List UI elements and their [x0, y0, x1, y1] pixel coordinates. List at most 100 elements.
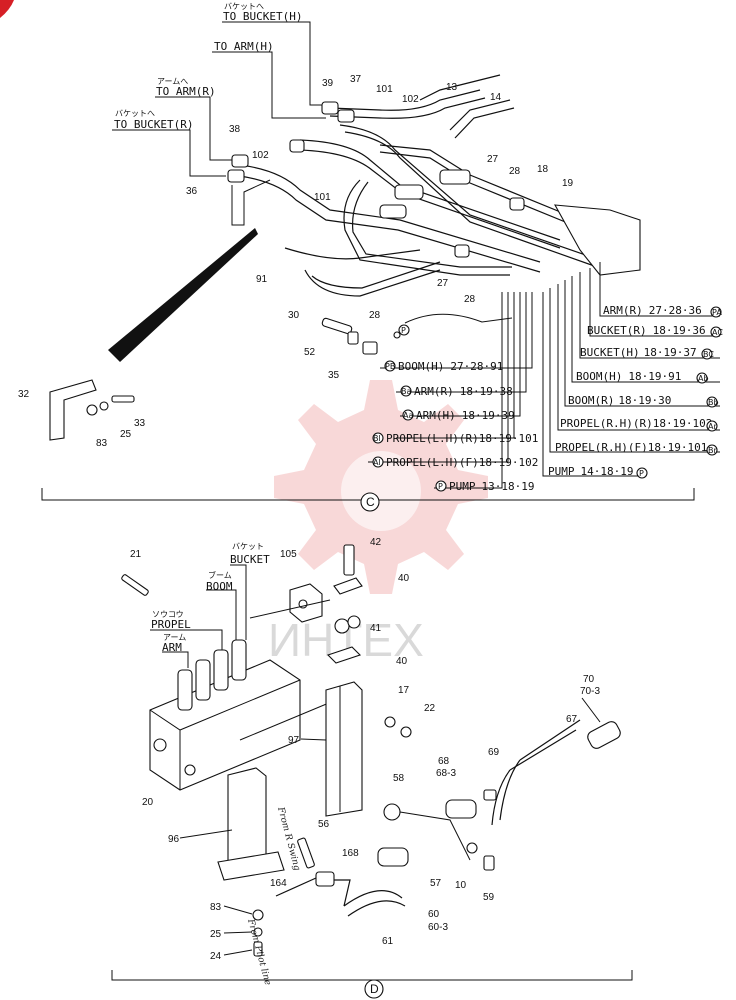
section-label-c: C — [366, 495, 375, 509]
watermark-gear-icon — [274, 380, 488, 594]
caption-leaders-d — [150, 564, 247, 668]
port-caption: PROPEL(R.H)(R)18·19·102 — [560, 417, 712, 430]
svg-text:32: 32 — [18, 389, 30, 400]
port-caption: PROPEL(L.H)(F)18·19·102 — [386, 456, 538, 469]
svg-text:83: 83 — [210, 902, 222, 913]
port-caption: ARM(H)18·19·39 — [416, 409, 515, 422]
port-badges-right: PA AC BC Ab Bb Ar Br P — [636, 306, 723, 479]
svg-text:P: P — [438, 482, 443, 491]
pipe-bundle — [227, 74, 641, 297]
svg-text:59: 59 — [483, 892, 495, 903]
caption-leaders-right — [368, 262, 720, 489]
port-caption: ARM(R)27·28·36 — [603, 304, 702, 317]
section-label-d: D — [370, 982, 379, 996]
port-caption: BOOM(R)18·19·30 — [568, 394, 671, 407]
svg-text:PA: PA — [712, 308, 722, 317]
svg-text:25: 25 — [120, 429, 132, 440]
svg-text:61: 61 — [382, 936, 394, 947]
caption-to-bucket-h: TO BUCKET(H) — [223, 10, 302, 23]
svg-text:Aa: Aa — [403, 411, 413, 420]
svg-text:102: 102 — [252, 150, 269, 161]
svg-text:96: 96 — [168, 834, 180, 845]
svg-text:28: 28 — [369, 310, 381, 321]
svg-text:67: 67 — [566, 714, 578, 725]
svg-text:13: 13 — [446, 82, 458, 93]
part-numbers-c: 39 37 101 102 13 14 38 102 36 101 27 28 … — [18, 74, 574, 449]
mount-bracket-97 — [325, 681, 412, 817]
svg-text:Bl: Bl — [373, 434, 381, 443]
svg-text:70-3: 70-3 — [580, 686, 600, 697]
section-marker-d — [364, 979, 384, 999]
svg-text:168: 168 — [342, 848, 359, 859]
svg-text:101: 101 — [314, 192, 331, 203]
port-caption: PROPEL(R.H)(F)18·19·101 — [555, 441, 707, 454]
svg-text:97: 97 — [288, 735, 300, 746]
svg-text:Ar: Ar — [708, 422, 717, 431]
hardware-c — [49, 313, 513, 441]
caption-kana: バケットへ — [224, 2, 264, 11]
caption-bucket: BUCKET — [230, 553, 270, 566]
svg-text:P: P — [401, 326, 406, 335]
bracket-parts — [249, 544, 363, 664]
svg-text:30: 30 — [288, 310, 300, 321]
caption-to-arm-h: TO ARM(H) — [214, 40, 274, 53]
svg-text:24: 24 — [210, 951, 222, 962]
svg-text:36: 36 — [186, 186, 198, 197]
caption-kana: ブーム — [208, 570, 232, 580]
svg-text:27: 27 — [437, 278, 449, 289]
port-caption: ARM(R)18·19·38 — [414, 385, 513, 398]
control-valve — [121, 574, 361, 791]
svg-text:25: 25 — [210, 929, 222, 940]
svg-text:14: 14 — [490, 92, 502, 103]
svg-text:Al: Al — [373, 458, 381, 467]
svg-text:33: 33 — [134, 418, 146, 429]
svg-text:Ab: Ab — [698, 374, 709, 383]
section-marker-c — [360, 492, 380, 512]
caption-kana: バケットへ — [115, 109, 155, 118]
svg-text:164: 164 — [270, 878, 287, 889]
pilot-pipes — [275, 719, 621, 917]
svg-text:58: 58 — [393, 773, 405, 784]
direction-arrow — [108, 228, 258, 362]
svg-text:22: 22 — [424, 703, 436, 714]
svg-text:Bb: Bb — [708, 398, 719, 407]
svg-text:60-3: 60-3 — [428, 922, 448, 933]
caption-kana: ソウコウ — [152, 610, 184, 619]
svg-text:BC: BC — [703, 350, 714, 359]
svg-text:27: 27 — [487, 154, 499, 165]
svg-text:105: 105 — [280, 549, 297, 560]
svg-text:38: 38 — [229, 124, 241, 135]
svg-text:PB: PB — [385, 362, 395, 371]
caption-leaders-c — [112, 21, 326, 177]
svg-text:35: 35 — [328, 370, 340, 381]
part-leaders-d — [179, 697, 601, 956]
corner-mark — [0, 0, 14, 18]
svg-text:69: 69 — [488, 747, 500, 758]
svg-text:91: 91 — [256, 274, 268, 285]
port-caption: PROPEL(L.H)(R)18·19·101 — [386, 432, 538, 445]
caption-boom: BOOM — [206, 580, 233, 593]
svg-text:40: 40 — [398, 573, 410, 584]
port-caption: BUCKET(R)18·19·36 — [587, 324, 706, 337]
svg-text:18: 18 — [537, 164, 549, 175]
svg-text:68: 68 — [438, 756, 450, 767]
port-badges-left: PB Ba Aa Bl Al P P — [372, 324, 447, 492]
mount-bracket-96 — [217, 767, 285, 957]
caption-to-arm-r: TO ARM(R) — [156, 85, 216, 98]
svg-text:52: 52 — [304, 347, 316, 358]
svg-text:17: 17 — [398, 685, 410, 696]
svg-text:68-3: 68-3 — [436, 768, 456, 779]
caption-kana: アーム — [163, 633, 186, 642]
svg-text:39: 39 — [322, 78, 334, 89]
port-caption: BOOM(H)18·19·91 — [576, 370, 681, 383]
svg-text:70: 70 — [583, 674, 595, 685]
caption-kana: バケット — [232, 542, 264, 551]
svg-text:28: 28 — [509, 166, 521, 177]
svg-text:28: 28 — [464, 294, 476, 305]
caption-kana: アームへ — [157, 77, 188, 86]
svg-text:37: 37 — [350, 74, 362, 85]
svg-text:Ba: Ba — [401, 387, 411, 396]
port-caption: BOOM(H)27·28·91 — [398, 360, 503, 373]
